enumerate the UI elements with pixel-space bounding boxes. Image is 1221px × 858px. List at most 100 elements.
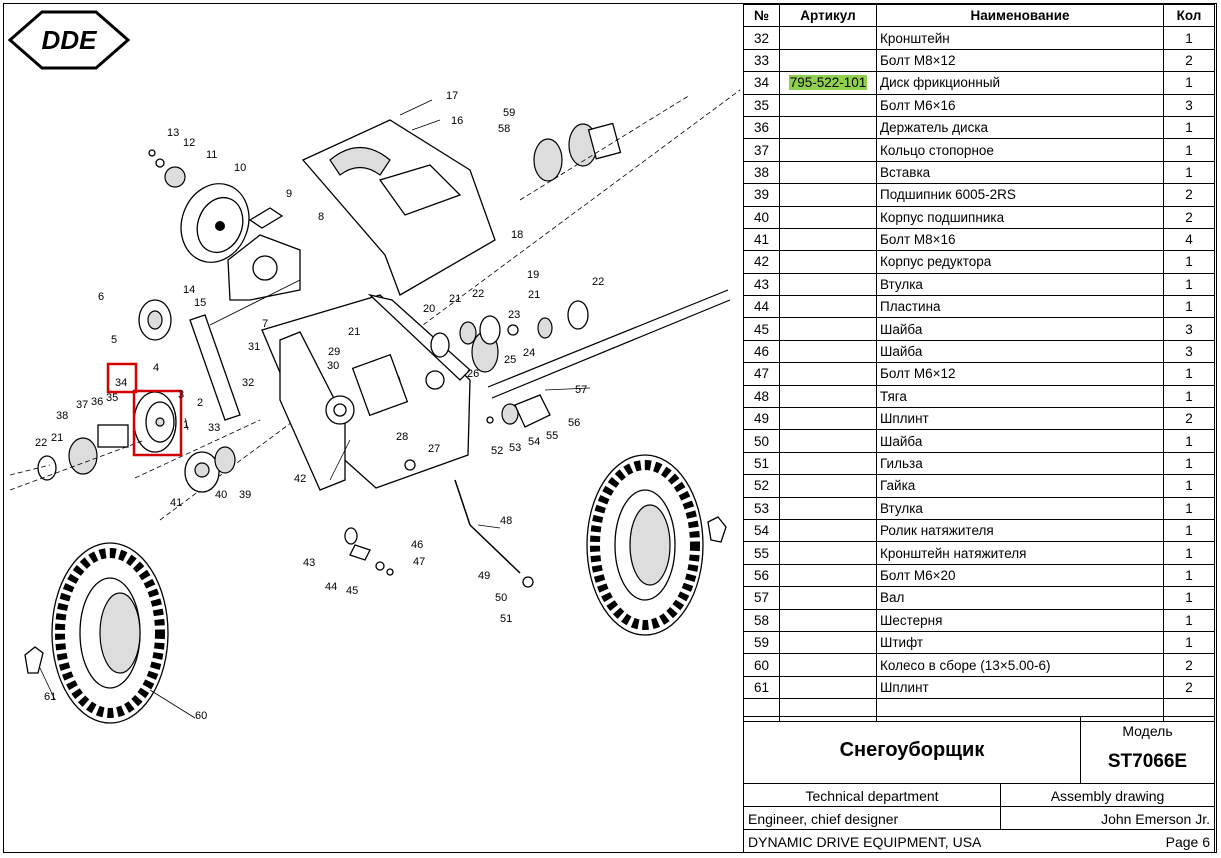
cell-article xyxy=(779,496,877,520)
callout-49: 49 xyxy=(478,570,490,582)
cell-qty: 1 xyxy=(1163,496,1215,520)
friction-disk-assembly xyxy=(9,391,177,491)
header-no: № xyxy=(743,3,780,28)
callout-8: 8 xyxy=(318,211,324,223)
callout-3: 3 xyxy=(178,389,184,401)
cell-article xyxy=(779,317,877,341)
cell-qty: 3 xyxy=(1163,339,1215,364)
gear-train xyxy=(430,300,589,373)
gearbox-frame xyxy=(261,293,471,491)
cell-no: 57 xyxy=(743,586,780,610)
cell-name: Шплинт xyxy=(876,407,1164,431)
company-cell: DYNAMIC DRIVE EQUIPMENT, USA Page 6 xyxy=(743,829,1215,853)
role: Engineer, chief designer xyxy=(748,811,899,827)
cell-qty: 2 xyxy=(1163,653,1215,677)
cell-name: Подшипник 6005-2RS xyxy=(876,183,1164,207)
callout-24: 24 xyxy=(523,347,535,359)
dept-cell: Technical department xyxy=(743,783,1001,807)
cell-qty: 1 xyxy=(1163,272,1215,297)
model-label: Модель xyxy=(1122,723,1173,739)
cell-no: 43 xyxy=(743,272,780,297)
callout-42: 42 xyxy=(294,473,306,485)
callout-48: 48 xyxy=(500,515,512,527)
callout-2: 2 xyxy=(197,397,203,409)
cell-qty: 1 xyxy=(1163,71,1215,95)
cell-name: Шайба xyxy=(876,429,1164,453)
cell-name: Колесо в сборе (13×5.00-6) xyxy=(876,653,1164,677)
diagram-svg: DDE xyxy=(7,10,741,724)
product-name: Снегоуборщик xyxy=(839,739,985,761)
cell-name: Вставка xyxy=(876,160,1164,185)
cell-qty: 1 xyxy=(1163,115,1215,140)
callout-59: 59 xyxy=(503,107,515,119)
cell-name: Держатель диска xyxy=(876,115,1164,140)
callout-21c: 21 xyxy=(348,326,360,338)
cell-article xyxy=(779,272,877,297)
callout-34: 34 xyxy=(115,377,127,389)
bearing-11 xyxy=(164,166,186,188)
cell-name: Штифт xyxy=(876,630,1164,655)
cell-article xyxy=(779,541,877,565)
cell-article xyxy=(779,384,877,409)
cell-article xyxy=(779,48,877,73)
callout-21b: 21 xyxy=(528,289,540,301)
wheel-right xyxy=(586,454,704,636)
callout-12: 12 xyxy=(183,137,195,149)
callout-35: 35 xyxy=(106,392,118,404)
cell-qty: 1 xyxy=(1163,26,1215,50)
top-gears xyxy=(519,94,691,201)
cell-article xyxy=(779,630,877,655)
cell-no: 37 xyxy=(743,138,780,162)
callout-44: 44 xyxy=(325,581,337,593)
callout-21d: 21 xyxy=(51,432,63,444)
cell-qty: 2 xyxy=(1163,205,1215,229)
cell-no: 39 xyxy=(743,183,780,207)
cell-article xyxy=(779,451,877,476)
department: Technical department xyxy=(805,788,939,804)
title-block: Снегоуборщик Модель ST7066E Technical de… xyxy=(743,716,1215,853)
cell-article xyxy=(779,227,877,252)
callout-55: 55 xyxy=(546,430,558,442)
bushing-43 xyxy=(344,527,358,545)
cell-article xyxy=(779,586,877,610)
shield xyxy=(301,119,496,296)
cell-no: 41 xyxy=(743,227,780,252)
cell-article xyxy=(779,339,877,364)
cell-article xyxy=(779,362,877,386)
leader-lines xyxy=(39,99,591,719)
callout-38: 38 xyxy=(56,410,68,422)
cell-no: 42 xyxy=(743,250,780,274)
callout-31: 31 xyxy=(248,341,260,353)
callout-26: 26 xyxy=(467,368,479,380)
cell-qty: 1 xyxy=(1163,586,1215,610)
cell-name: Шестерня xyxy=(876,608,1164,632)
cell-article xyxy=(779,407,877,431)
callout-40: 40 xyxy=(215,489,227,501)
cell-no: 53 xyxy=(743,496,780,520)
callout-6: 6 xyxy=(98,291,104,303)
cell-no: 36 xyxy=(743,115,780,140)
cell-name: Корпус подшипника xyxy=(876,205,1164,229)
cell-name: Болт M8×12 xyxy=(876,48,1164,73)
person: John Emerson Jr. xyxy=(1101,811,1210,827)
callout-51: 51 xyxy=(500,613,512,625)
cell-qty: 1 xyxy=(1163,474,1215,498)
cell-article xyxy=(779,608,877,632)
cell-no: 32 xyxy=(743,26,780,50)
callout-20: 20 xyxy=(423,303,435,315)
